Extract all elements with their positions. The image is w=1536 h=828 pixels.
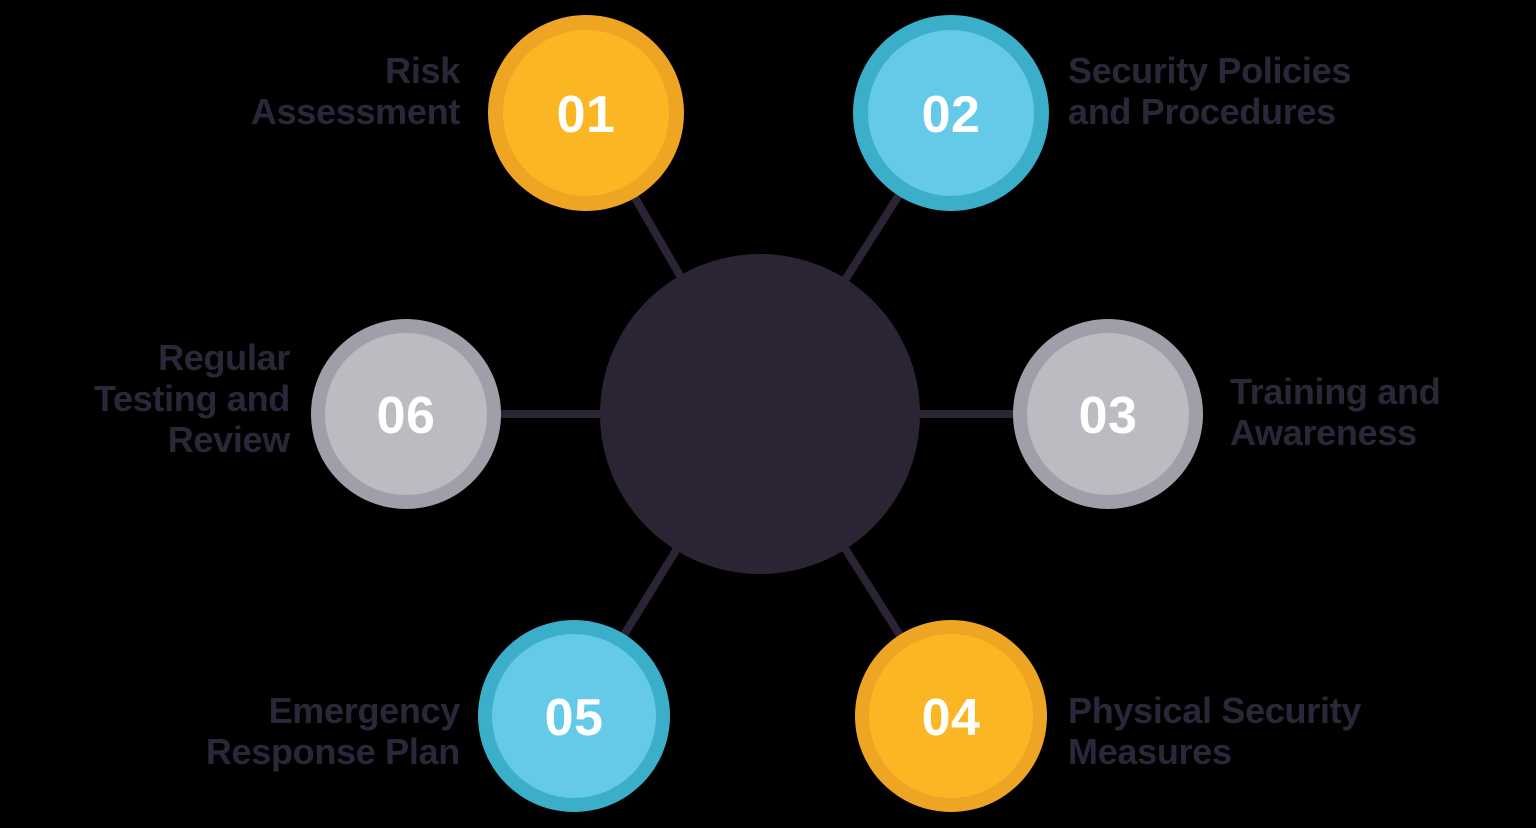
- node-number-01: 01: [557, 86, 616, 144]
- node-label-06: Regular Testing and Review: [93, 337, 290, 461]
- node-layer: [311, 15, 1203, 812]
- node-label-04: Physical Security Measures: [1068, 690, 1362, 773]
- node-circle-04[interactable]: [869, 634, 1033, 798]
- node-circle-02[interactable]: [868, 30, 1034, 196]
- node-label-02: Security Policies and Procedures: [1068, 50, 1352, 133]
- connector-line-04: [841, 545, 905, 639]
- node-circle-01[interactable]: [503, 30, 669, 196]
- hub-circle: [600, 254, 920, 574]
- node-label-03: Training and Awareness: [1230, 371, 1441, 454]
- node-number-03: 03: [1079, 387, 1138, 445]
- node-label-05: Emergency Response Plan: [205, 690, 460, 773]
- node-label-01: Risk Assessment: [250, 50, 460, 133]
- connector-line-02: [841, 191, 903, 283]
- connector-line-01: [630, 194, 685, 280]
- connector-line-05: [619, 546, 681, 639]
- node-circle-06[interactable]: [325, 333, 487, 495]
- node-number-05: 05: [545, 689, 604, 747]
- node-number-layer: 01 02 03 04 05 06: [377, 86, 1138, 747]
- node-number-04: 04: [922, 689, 981, 747]
- node-circle-05[interactable]: [492, 634, 656, 798]
- node-number-02: 02: [922, 86, 981, 144]
- node-number-06: 06: [377, 387, 436, 445]
- connector-layer: [499, 191, 1015, 639]
- node-circle-03[interactable]: [1027, 333, 1189, 495]
